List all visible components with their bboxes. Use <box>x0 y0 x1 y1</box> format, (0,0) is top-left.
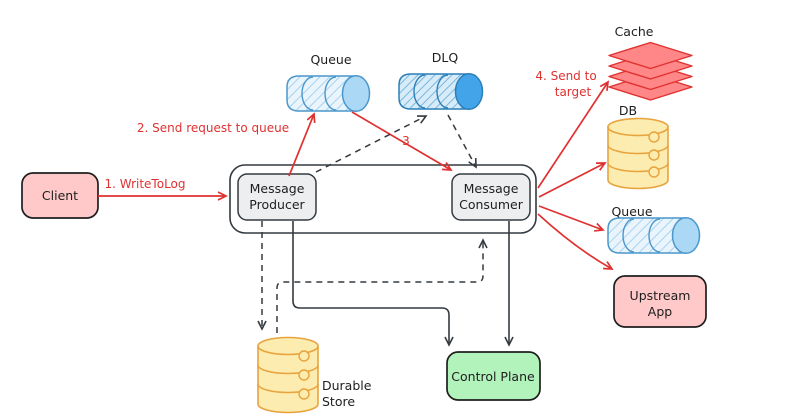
upstream-app-label-line1: Upstream <box>630 288 691 303</box>
producer-label-line1: Message <box>250 181 305 196</box>
client-label: Client <box>42 188 78 203</box>
dlq-node: DLQ <box>398 50 484 111</box>
queue-top-node: Queue <box>286 52 371 113</box>
message-producer-node: Message Producer <box>237 173 317 221</box>
arrow-producer-to-dlq-dashed <box>315 115 428 173</box>
message-consumer-node: Message Consumer <box>451 173 531 221</box>
arrow-consumer-to-db <box>538 205 605 232</box>
dlq-cylinder-icon <box>398 72 484 111</box>
client-node: Client <box>21 172 99 219</box>
arrow-producer-to-control-plane <box>292 221 454 347</box>
cache-node: Cache <box>608 24 693 101</box>
consumer-label-line1: Message <box>464 181 519 196</box>
upstream-app-label-line2: App <box>648 304 672 319</box>
cache-stack-icon <box>608 41 693 101</box>
db-node: DB <box>607 103 669 190</box>
queue-top-label: Queue <box>310 52 351 67</box>
arrow-dlq-to-consumer-dashed <box>447 114 477 169</box>
arrow-send-request-to-queue <box>288 112 316 177</box>
control-plane-label: Control Plane <box>451 369 535 384</box>
label-step2-send-request: 2. Send request to queue <box>137 121 289 135</box>
durable-store-label-line2: Store <box>322 394 355 409</box>
queue-right-cylinder-icon <box>607 216 701 255</box>
arrow-consumer-to-queue-right0 <box>538 162 607 198</box>
db-label: DB <box>619 103 637 118</box>
label-step4-line1: 4. Send to <box>535 69 596 83</box>
producer-label-line2: Producer <box>249 197 305 212</box>
cache-label: Cache <box>615 24 654 39</box>
db-cylinder-icon <box>607 117 669 190</box>
label-step3: 3 <box>402 134 410 148</box>
consumer-label-line2: Consumer <box>459 197 524 212</box>
label-step4-line2: target <box>555 85 592 99</box>
queue-right-label: Queue <box>611 204 652 219</box>
durable-store-node: Durable Store <box>257 336 372 414</box>
label-step1-write-to-log: 1. WriteToLog <box>104 177 185 191</box>
queue-right-node: Queue <box>607 204 701 255</box>
upstream-app-node: Upstream App <box>613 275 707 328</box>
arrow-consumer-to-cache <box>537 80 610 189</box>
durable-store-cylinder-icon <box>257 336 319 414</box>
dlq-label: DLQ <box>432 50 459 65</box>
arrow-durable-store-to-consumer-dashed <box>276 238 488 333</box>
arrow-consumer-to-upstream-app <box>537 213 614 270</box>
arrow-queue-to-consumer <box>351 111 453 171</box>
durable-store-label-line1: Durable <box>322 378 372 393</box>
queue-cylinder-icon <box>286 74 371 113</box>
control-plane-node: Control Plane <box>446 351 541 401</box>
